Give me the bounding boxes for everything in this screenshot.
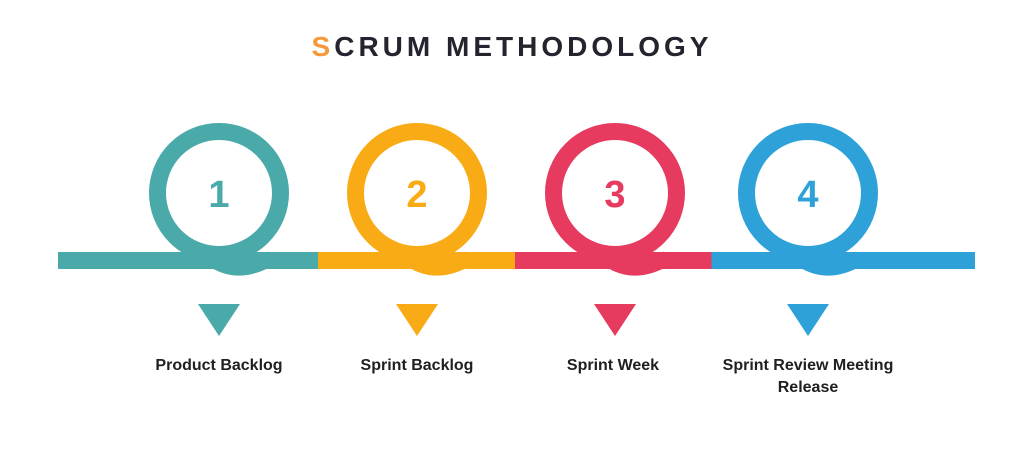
loop-circle: [347, 123, 487, 263]
down-triangle-icon: [787, 304, 829, 336]
title-text: CRUM METHODOLOGY: [334, 31, 713, 62]
step-label: Sprint Week: [566, 357, 660, 374]
down-triangle-icon: [198, 304, 240, 336]
step-label: Sprint Review Meeting Release: [722, 357, 894, 396]
step-label: Product Backlog: [155, 357, 283, 374]
page-title: SCRUM METHODOLOGY: [0, 33, 1024, 61]
title-highlight-letter: S: [311, 31, 335, 62]
step-number: 1: [208, 174, 229, 216]
down-triangle-icon: [594, 304, 636, 336]
loop-circle: [738, 123, 878, 263]
step-number: 3: [604, 174, 625, 216]
down-triangle-icon: [396, 304, 438, 336]
step-number: 4: [797, 174, 818, 216]
step-label: Sprint Backlog: [360, 357, 474, 374]
loop-circle: [149, 123, 289, 263]
loop-circle: [545, 123, 685, 263]
step-number: 2: [406, 174, 427, 216]
